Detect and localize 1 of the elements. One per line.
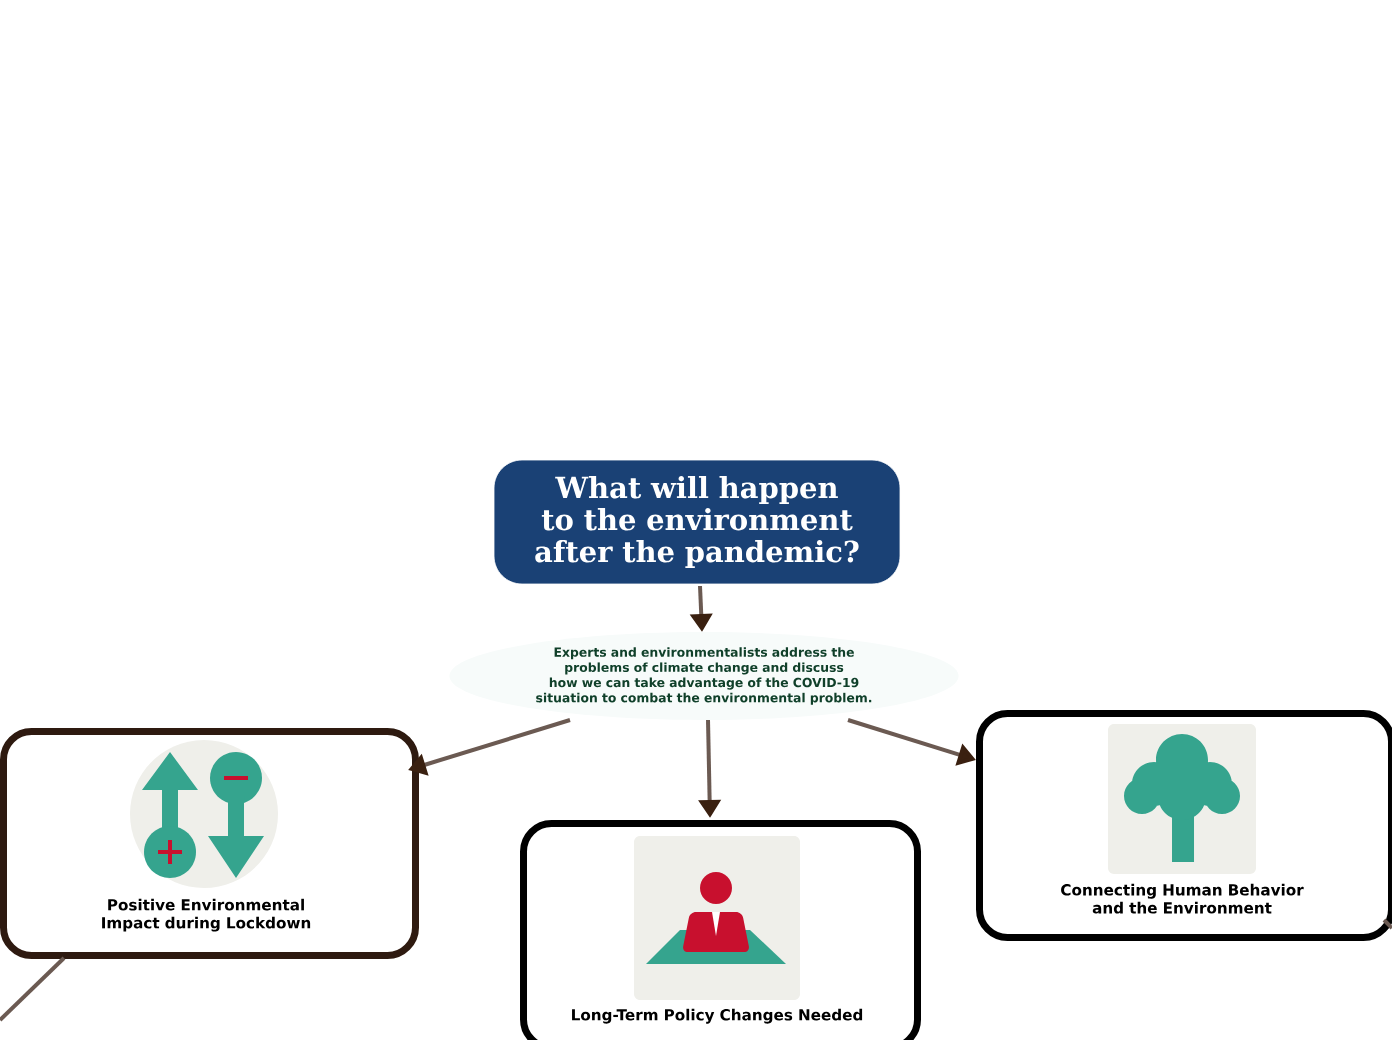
title-box: What will happen to the environment after the pandemic? — [493, 459, 901, 585]
